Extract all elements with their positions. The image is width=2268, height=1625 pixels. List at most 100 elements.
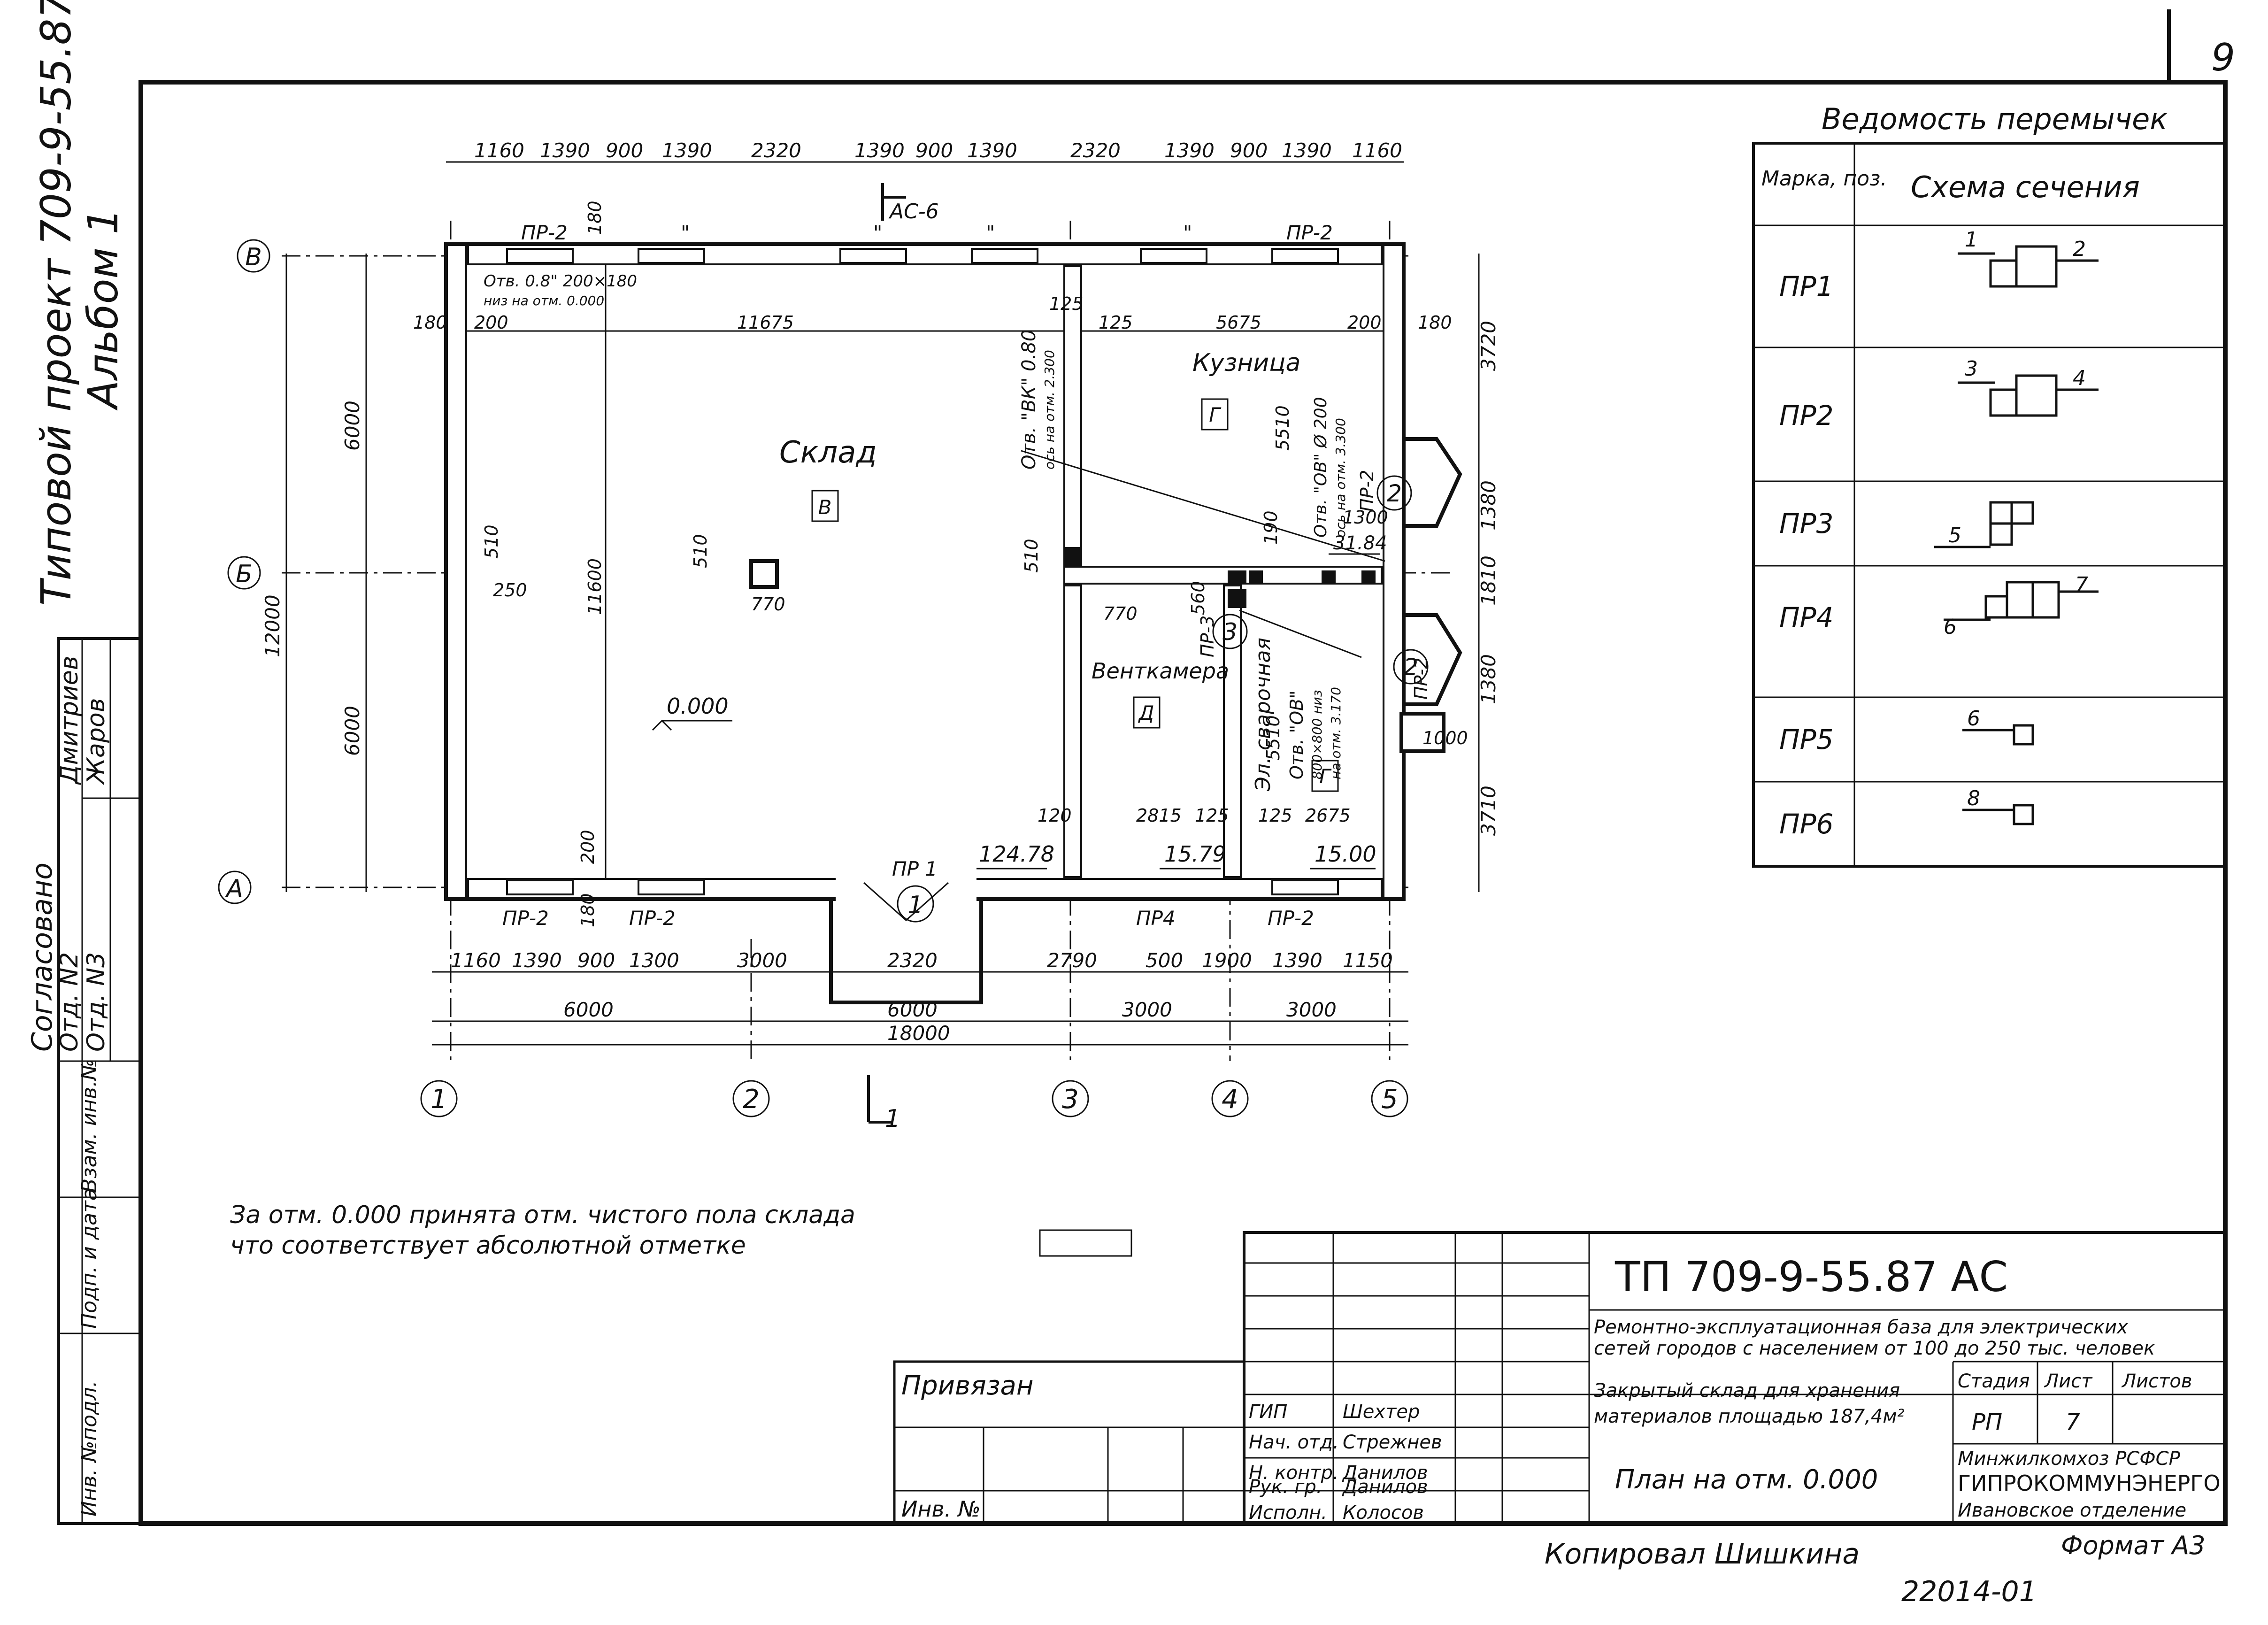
- svg-text:Отд. N2: Отд. N2: [55, 952, 84, 1052]
- lintel-schedule: Ведомость перемычек Марка, поз. Схема се…: [1752, 102, 2227, 868]
- svg-text:5675: 5675: [1216, 312, 1261, 333]
- level-kuz-area: 31.84: [1333, 532, 1387, 554]
- svg-text:ПР5: ПР5: [1779, 724, 1834, 755]
- svg-text:1160: 1160: [451, 949, 501, 972]
- svg-text:190: 190: [1261, 510, 1281, 545]
- inv-no-label: Инв. №: [901, 1496, 981, 1522]
- svg-text:Рук. гр.: Рук. гр.: [1249, 1476, 1322, 1498]
- svg-text:180: 180: [584, 200, 605, 235]
- svg-text:Ивановское отделение: Ивановское отделение: [1958, 1500, 2186, 1521]
- svg-text:120: 120: [1038, 805, 1072, 826]
- svg-text:7: 7: [2075, 573, 2088, 597]
- svg-text:Дмитриев: Дмитриев: [55, 656, 84, 785]
- svg-text:6000: 6000: [341, 400, 364, 451]
- svg-text:": ": [1183, 221, 1192, 244]
- svg-text:ПР-2: ПР-2: [1411, 658, 1431, 700]
- svg-text:1160: 1160: [1352, 139, 1402, 162]
- svg-text:Данилов: Данилов: [1342, 1476, 1428, 1498]
- level-sklad-area: 124.78: [979, 841, 1054, 867]
- svg-text:2: 2: [2073, 237, 2086, 261]
- svg-text:ПР-2: ПР-2: [629, 907, 676, 930]
- south-windows: [506, 879, 1339, 895]
- svg-text:2815: 2815: [1136, 805, 1182, 826]
- opening-svar-note-3: на отм. 3.170: [1328, 687, 1344, 779]
- svg-text:125: 125: [1099, 312, 1133, 333]
- col-mark-header: Марка, поз.: [1761, 167, 1887, 191]
- opening-top-note-2: низ на отм. 0.000: [484, 293, 604, 308]
- svg-text:1: 1: [907, 891, 923, 919]
- svg-text:Ремонтно-эксплуатационная база: Ремонтно-эксплуатационная база для элект…: [1594, 1317, 2128, 1338]
- svg-text:6000: 6000: [341, 706, 364, 756]
- svg-text:Отд. N3: Отд. N3: [82, 952, 110, 1052]
- svg-text:ПР1: ПР1: [1779, 270, 1834, 302]
- svg-text:1300: 1300: [629, 949, 679, 972]
- svg-text:Типовой проект 709-9-55.87: Типовой проект 709-9-55.87: [32, 0, 80, 606]
- svg-text:200: 200: [577, 830, 598, 864]
- svg-text:ПР4: ПР4: [1136, 907, 1176, 930]
- staff-rows: ГИП Шехтер Нач. отд. Стрежнев Н. контр. …: [1249, 1401, 1442, 1524]
- room-sklad-label: Склад: [779, 435, 877, 470]
- opening-vk-note-2: ось на отм. 2.300: [1042, 350, 1057, 470]
- svg-text:Исполн.: Исполн.: [1249, 1502, 1327, 1524]
- column-B2: [749, 559, 779, 589]
- svg-text:4: 4: [2073, 366, 2086, 390]
- svg-text:Подп. и дата: Подп. и дата: [77, 1188, 101, 1329]
- svg-text:1390: 1390: [1164, 139, 1215, 162]
- svg-text:": ": [986, 221, 995, 244]
- svg-text:6000: 6000: [563, 998, 614, 1021]
- svg-text:1810: 1810: [1477, 555, 1500, 606]
- room-kuznica-code: Г: [1209, 403, 1222, 426]
- svg-text:900: 900: [915, 139, 953, 162]
- svg-text:1390: 1390: [512, 949, 562, 972]
- axis-bubbles-cols: 1 2 3 4 5: [420, 1080, 1408, 1117]
- svg-text:3: 3: [1222, 618, 1238, 646]
- svg-text:1390: 1390: [1272, 949, 1322, 972]
- svg-text:1160: 1160: [474, 139, 524, 162]
- opening-vk-note: Отв. "ВК" 0.80: [1018, 330, 1040, 470]
- svg-text:510: 510: [481, 524, 502, 559]
- svg-text:": ": [681, 221, 690, 244]
- svg-text:180: 180: [577, 893, 598, 927]
- svg-text:3720: 3720: [1477, 321, 1500, 371]
- filled-blocks: [1063, 547, 1376, 608]
- drawing-code: ТП 709-9-55.87 АС: [1615, 1253, 2008, 1301]
- svg-text:ПР6: ПР6: [1779, 808, 1834, 840]
- entrance-ramp: [829, 873, 983, 1004]
- svg-text:180: 180: [1418, 312, 1452, 333]
- axis-label-V: В: [245, 243, 262, 271]
- floor-plan: В Б А 1 2 3 4 5 1 АС-6: [218, 139, 1500, 1133]
- svg-text:ПР-2: ПР-2: [1357, 470, 1377, 512]
- svg-text:5510: 5510: [1272, 405, 1293, 451]
- title-block: Привязан Инв. № ТП 709-9-55.87 АС Ремонт…: [893, 1231, 2227, 1525]
- svg-text:Шехтер: Шехтер: [1343, 1401, 1420, 1423]
- col-scheme-header: Схема сечения: [1911, 170, 2140, 204]
- svg-text:3000: 3000: [1286, 998, 1337, 1021]
- axis-label-2: 2: [743, 1084, 760, 1115]
- svg-text:250: 250: [493, 580, 527, 601]
- inner-dimensions: 180 200 11675 125 125 5675 200 180 11600…: [413, 200, 1468, 927]
- svg-text:6000: 6000: [887, 998, 938, 1021]
- svg-text:Жаров: Жаров: [82, 698, 110, 786]
- svg-text:200: 200: [1347, 312, 1382, 333]
- section-mark: [867, 183, 906, 1124]
- svg-text:7: 7: [2066, 1409, 2080, 1435]
- svg-text:ПР 1: ПР 1: [892, 857, 938, 880]
- svg-text:что соответствует абсолютной о: что соответствует абсолютной отметке: [230, 1232, 746, 1260]
- svg-text:ПР-2: ПР-2: [502, 907, 549, 930]
- svg-text:200: 200: [474, 312, 508, 333]
- svg-text:2790: 2790: [1047, 949, 1097, 972]
- svg-text:1390: 1390: [1282, 139, 1332, 162]
- room-vent-code: Д: [1138, 701, 1154, 724]
- svg-text:1: 1: [1965, 228, 1978, 252]
- svg-text:6: 6: [1967, 707, 1980, 731]
- svg-text:3710: 3710: [1477, 786, 1500, 836]
- privyazan-label: Привязан: [901, 1371, 1033, 1401]
- format-label: Формат А3: [2061, 1531, 2206, 1560]
- svg-text:материалов площадью 187,4м²: материалов площадью 187,4м²: [1594, 1406, 1905, 1427]
- svg-text:ПР3: ПР3: [1779, 508, 1834, 539]
- svg-text:125: 125: [1195, 805, 1229, 826]
- svg-text:ГИП: ГИП: [1249, 1401, 1287, 1423]
- svg-text:125: 125: [1258, 805, 1292, 826]
- svg-text:8: 8: [1967, 786, 1980, 810]
